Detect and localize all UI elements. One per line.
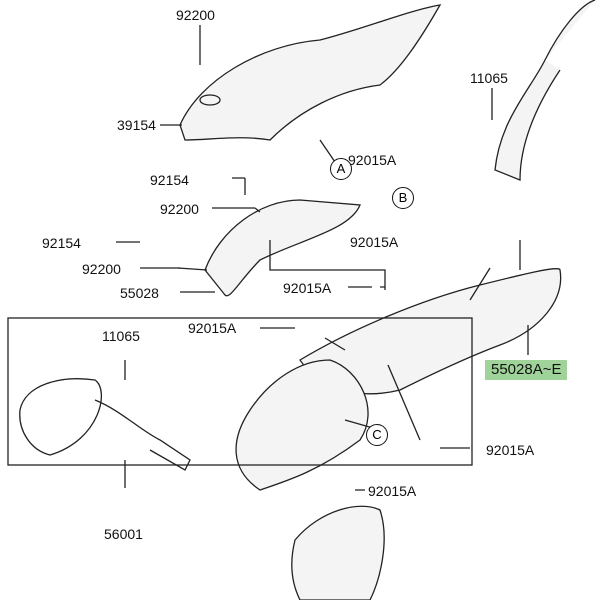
callout-c: C	[366, 424, 388, 446]
callout-b: B	[392, 187, 414, 209]
label-11065: 11065	[102, 328, 140, 344]
label-92200: 92200	[82, 261, 121, 277]
label-92015A: 92015A	[188, 320, 237, 336]
label-56001: 56001	[104, 526, 143, 542]
label-92154: 92154	[42, 235, 81, 251]
label-55028A-E: 55028A~E	[485, 360, 568, 380]
label-92015A: 92015A	[368, 483, 417, 499]
callout-a: A	[330, 158, 352, 180]
label-92015A: 92015A	[350, 234, 399, 250]
label-92015A: 92015A	[486, 442, 535, 458]
label-92154: 92154	[150, 172, 189, 188]
label-92015A: 92015A	[283, 280, 332, 296]
label-92200: 92200	[160, 201, 199, 217]
label-11065: 11065	[470, 70, 508, 86]
label-39154: 39154	[117, 117, 156, 133]
label-55028: 55028	[120, 285, 159, 301]
label-92015A: 92015A	[348, 152, 397, 168]
label-92200-top: 92200	[176, 7, 215, 23]
